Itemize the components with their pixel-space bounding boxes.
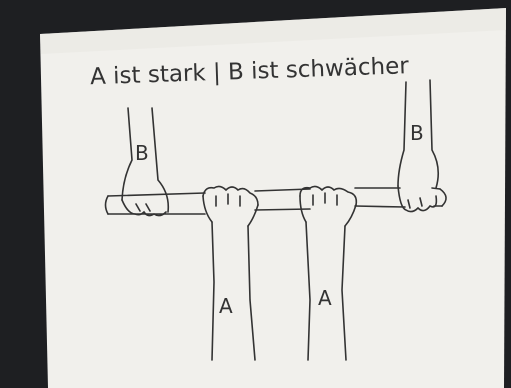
arm-label-b-right: B (410, 121, 424, 145)
arm-label-a-right: A (318, 286, 332, 310)
arm-label-b-left: B (135, 141, 149, 165)
arm-label-a-left: A (219, 294, 233, 318)
